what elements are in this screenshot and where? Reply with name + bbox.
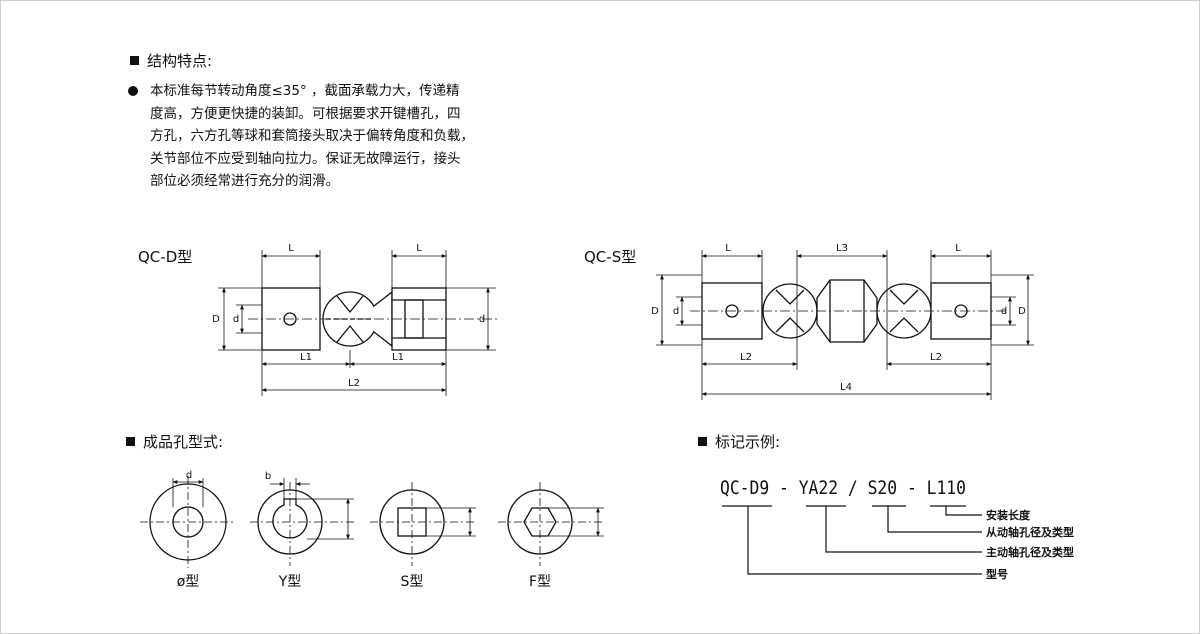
features-line: 方孔，六方孔等球和套筒接头取决于偏转角度和负载， [150, 128, 474, 144]
legend-model: 型号 [986, 567, 1008, 581]
model-s-title: QC-S型 [584, 248, 637, 266]
legend-driven-bore: 从动轴孔径及类型 [986, 525, 1074, 539]
qc-d-label-d-outer: D [212, 314, 220, 325]
holes-heading-text: 成品孔型式: [143, 433, 224, 451]
qc-s-label-l4: L4 [840, 382, 852, 393]
qc-s-drawing [656, 250, 1034, 400]
qc-s-label-d-inner: d [1001, 306, 1007, 317]
qc-s-label-d-inner: d [673, 306, 679, 317]
hole-type-hex [498, 482, 604, 566]
marking-code: QC-D9 - YA22 / S20 - L110 [720, 477, 966, 499]
qc-s-label-l: L [955, 243, 961, 254]
features-line: 本标准每节转动角度≤35° ，截面承载力大，传递精 [150, 83, 460, 99]
hole-type-keyway [250, 478, 356, 566]
legend-driving-bore: 主动轴孔径及类型 [986, 545, 1074, 559]
hole-label-keyway: Y型 [278, 574, 302, 590]
square-bullet-icon [698, 437, 707, 446]
marking-heading: 标记示例: [698, 431, 780, 452]
qc-d-label-l1: L1 [392, 352, 404, 363]
qc-d-label-d-inner: d [479, 314, 485, 325]
qc-s-label-l2: L2 [930, 352, 942, 363]
qc-s-label-l2: L2 [740, 352, 752, 363]
square-bullet-icon [130, 56, 139, 65]
qc-s-label-l: L [725, 243, 731, 254]
features-heading-text: 结构特点: [147, 52, 213, 70]
qc-d-drawing [218, 250, 500, 396]
hole-label-hex: F型 [529, 574, 551, 590]
qc-d-label-l: L [288, 243, 294, 254]
qc-s-label-l3: L3 [836, 243, 848, 254]
features-line: 部位必须经常进行充分的润滑。 [150, 173, 339, 189]
hole-label-round: ø型 [177, 574, 200, 590]
qc-s-label-d-outer: D [1018, 306, 1026, 317]
marking-heading-text: 标记示例: [715, 433, 781, 451]
qc-d-label-l: L [416, 243, 422, 254]
round-bullet-icon [128, 86, 138, 96]
hole-type-square [370, 482, 476, 566]
square-bullet-icon [126, 437, 135, 446]
hole-dim-d: d [186, 470, 192, 481]
hole-type-round [140, 476, 236, 568]
features-paragraph: 本标准每节转动角度≤35° ，截面承载力大，传递精 度高，方便更快捷的装卸。可根… [128, 80, 568, 193]
qc-d-label-l2: L2 [348, 378, 360, 389]
legend-install-length: 安装长度 [986, 508, 1031, 522]
hole-label-square: S型 [401, 574, 424, 590]
features-heading: 结构特点: [130, 50, 212, 71]
qc-s-label-d-outer: D [651, 306, 659, 317]
qc-d-label-l1: L1 [300, 352, 312, 363]
holes-heading: 成品孔型式: [126, 431, 223, 452]
qc-d-label-d-inner: d [233, 314, 239, 325]
features-line: 关节部位不应受到轴向拉力。保证无故障运行，接头 [150, 150, 461, 167]
hole-dim-b: b [265, 471, 271, 482]
model-d-title: QC-D型 [138, 248, 193, 266]
marking-leaders [722, 505, 982, 575]
features-line: 度高，方便更快捷的装卸。可根据要求开键槽孔，四 [150, 105, 461, 122]
